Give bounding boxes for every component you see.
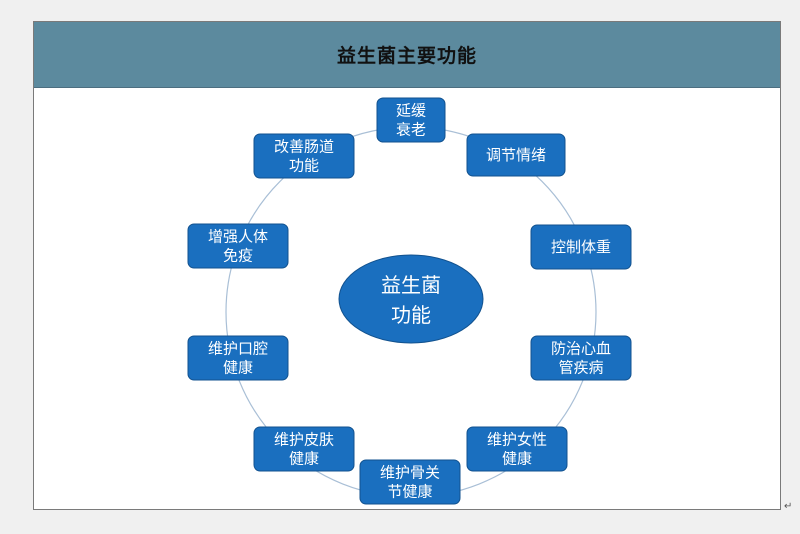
title-bar: 益生菌主要功能: [34, 22, 780, 88]
node-weihu-nvxing-label-line-2: 健康: [502, 450, 532, 468]
node-weihu-pifu-box: [253, 426, 355, 472]
node-yanhuan-shuailao-label-line-1: 延缓: [396, 102, 426, 120]
node-fangzhi-xinxueguan-label-line-2: 管疾病: [558, 359, 603, 377]
node-weihu-kouqiang-label-line-1: 维护口腔: [208, 340, 268, 358]
function-diagram: 延缓衰老调节情绪控制体重防治心血管疾病维护女性健康维护骨关节健康维护皮肤健康维护…: [187, 97, 632, 505]
node-weihu-nvxing-label-line-1: 维护女性: [487, 431, 547, 449]
node-zengqiang-mianyi-box: [187, 223, 289, 269]
node-gaishan-changdao-label-line-1: 改善肠道: [274, 138, 334, 156]
node-weihu-pifu-label-line-2: 健康: [289, 450, 319, 468]
node-kongzhi-tizhong: 控制体重: [530, 224, 632, 270]
node-zengqiang-mianyi-label-line-2: 免疫: [223, 247, 253, 265]
page-title: 益生菌主要功能: [336, 45, 477, 67]
node-gaishan-changdao-label-line-2: 功能: [289, 157, 319, 175]
center-label-line-1: 益生菌: [381, 273, 441, 297]
node-yanhuan-shuailao-label-line-2: 衰老: [396, 121, 426, 139]
center-node: 益生菌 功能: [338, 254, 484, 344]
node-tiaojie-qingxu-label-line-1: 调节情绪: [486, 146, 546, 164]
center-label-line-2: 功能: [391, 303, 431, 327]
node-weihu-guguanjie-box: [359, 459, 461, 505]
node-gaishan-changdao-box: [253, 133, 355, 179]
diagram-frame: 益生菌主要功能 延缓衰老调节情绪控制体重防治心血管疾病维护女性健康维护骨关节健康…: [33, 21, 781, 510]
node-fangzhi-xinxueguan-box: [530, 335, 632, 381]
node-kongzhi-tizhong-box: [530, 224, 632, 270]
node-weihu-kouqiang-label-line-2: 健康: [223, 359, 253, 377]
center-ellipse: [338, 254, 484, 344]
node-tiaojie-qingxu-box: [466, 133, 566, 177]
node-weihu-nvxing-box: [466, 426, 568, 472]
node-fangzhi-xinxueguan-label-line-1: 防治心血: [551, 340, 611, 358]
node-kongzhi-tizhong-label-line-1: 控制体重: [551, 238, 611, 256]
node-tiaojie-qingxu: 调节情绪: [466, 133, 566, 177]
corner-mark: ↵: [784, 501, 793, 512]
node-yanhuan-shuailao-box: [376, 97, 446, 143]
node-weihu-kouqiang-box: [187, 335, 289, 381]
node-weihu-guguanjie-label-line-2: 节健康: [387, 483, 432, 501]
node-weihu-pifu-label-line-1: 维护皮肤: [274, 431, 334, 449]
node-weihu-guguanjie-label-line-1: 维护骨关: [380, 464, 440, 482]
node-zengqiang-mianyi-label-line-1: 增强人体: [208, 228, 268, 246]
